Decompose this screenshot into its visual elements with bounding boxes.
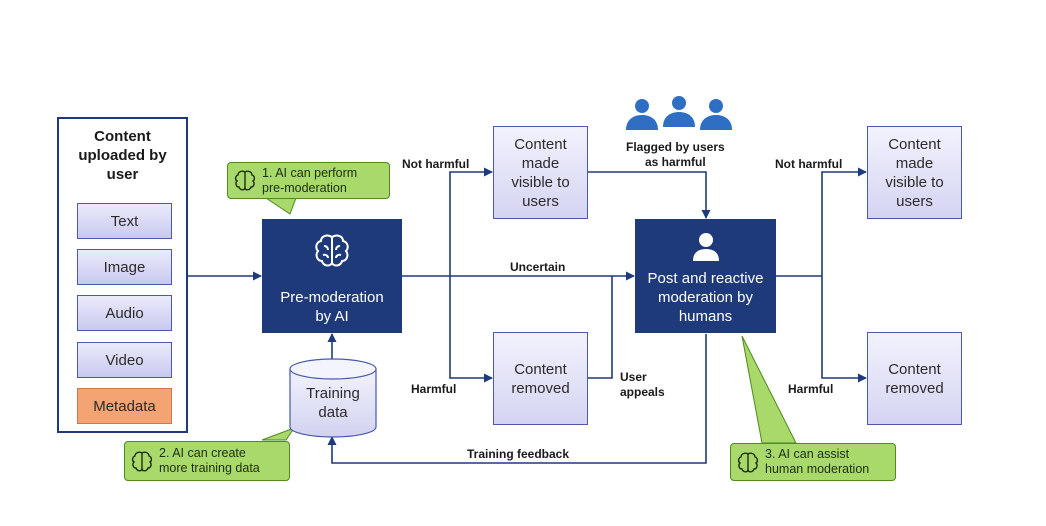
- label-flagged: Flagged by users as harmful: [626, 140, 725, 169]
- content-visible-box-2: Content made visible to users: [867, 126, 962, 219]
- pre-moderation-box: Pre-moderation by AI: [262, 219, 402, 333]
- label-user-appeals: User appeals: [620, 370, 665, 399]
- brain-icon: [131, 451, 153, 472]
- media-item-video: Video: [77, 342, 172, 378]
- label-training-feedback: Training feedback: [467, 447, 570, 461]
- training-data-cylinder: [289, 358, 377, 438]
- label-uncertain: Uncertain: [510, 260, 566, 274]
- content-visible-box-1: Content made visible to users: [493, 126, 588, 219]
- callout-2-text: 2. AI can create more training data: [159, 446, 260, 475]
- label-not-harmful-2: Not harmful: [775, 157, 843, 171]
- input-title: Content uploaded by user: [78, 128, 167, 183]
- post-moderation-label: Post and reactive moderation by humans: [647, 270, 764, 325]
- callout-1-text: 1. AI can perform pre-moderation: [262, 165, 358, 195]
- brain-icon: [315, 234, 349, 267]
- callout-3-text: 3. AI can assist human moderation: [765, 447, 870, 476]
- callout-pre-moderation: 1. AI can perform pre-moderation: [227, 162, 390, 199]
- media-item-image: Image: [77, 249, 172, 285]
- brain-icon: [737, 452, 759, 473]
- pre-moderation-label: Pre-moderation by AI: [280, 289, 384, 325]
- training-data-label: Training data: [306, 385, 360, 421]
- brain-icon: [234, 170, 256, 191]
- post-moderation-box: Post and reactive moderation by humans: [635, 219, 776, 333]
- label-harmful-2: Harmful: [788, 382, 834, 396]
- media-item-audio: Audio: [77, 295, 172, 331]
- label-not-harmful-1: Not harmful: [402, 157, 470, 171]
- content-removed-box-2: Content removed: [867, 332, 962, 425]
- media-item-text: Text: [77, 203, 172, 239]
- callout-human-moderation: 3. AI can assist human moderation: [730, 443, 896, 481]
- users-group-icon: [626, 96, 732, 130]
- callout-training-data: 2. AI can create more training data: [124, 441, 290, 481]
- person-icon: [693, 233, 719, 261]
- label-harmful-1: Harmful: [411, 382, 457, 396]
- content-removed-box-1: Content removed: [493, 332, 588, 425]
- media-item-metadata: Metadata: [77, 388, 172, 424]
